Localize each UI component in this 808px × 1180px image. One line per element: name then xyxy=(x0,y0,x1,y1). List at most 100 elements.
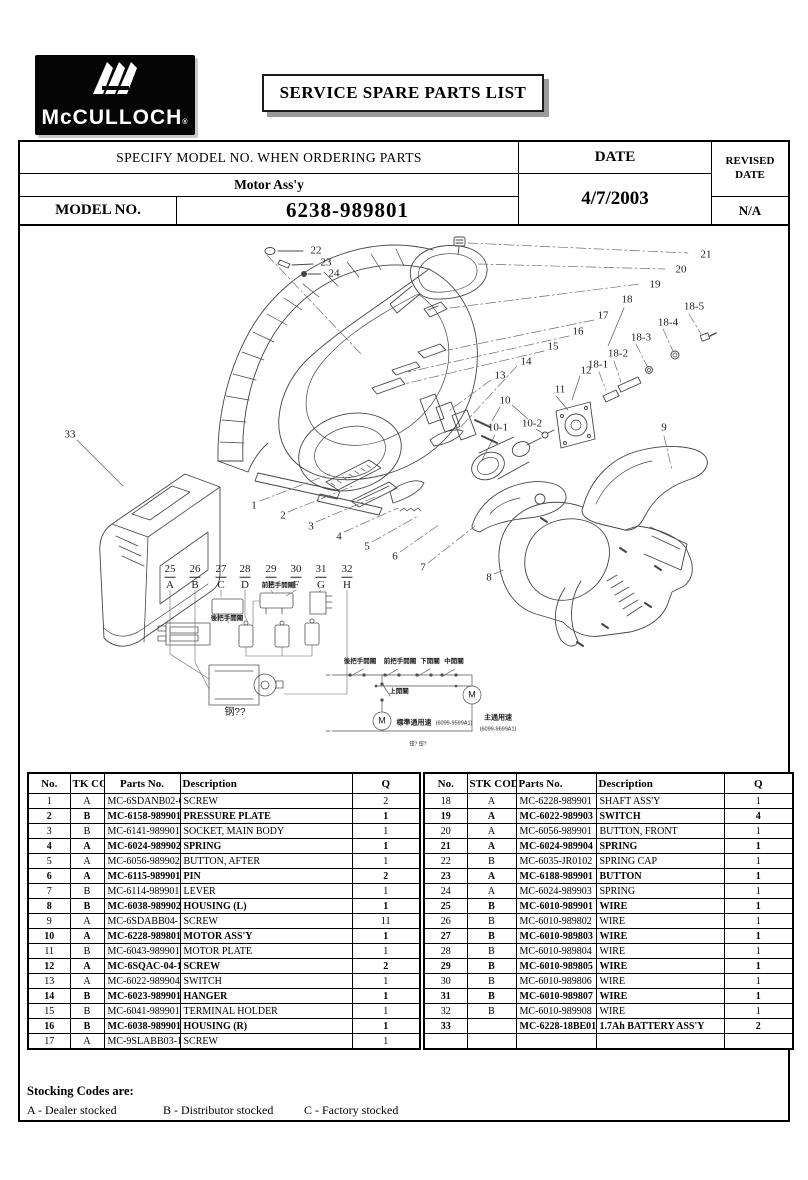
callout-12: 12 xyxy=(580,364,592,377)
callout-11: 11 xyxy=(555,384,566,396)
cell-c: A xyxy=(466,808,517,824)
cell-d: WIRE xyxy=(595,943,725,959)
cell-d: SWITCH xyxy=(595,808,725,824)
cell-c: A xyxy=(466,838,517,854)
diagram-label: 钢?? xyxy=(224,707,246,718)
cell-n: 33 xyxy=(423,1018,468,1034)
cell-n: 13 xyxy=(27,973,71,989)
cell-d: LEVER xyxy=(179,883,353,899)
callout-2: 2 xyxy=(280,510,286,522)
cell-c: B xyxy=(69,883,105,899)
cell-d: SPRING xyxy=(179,838,353,854)
cell-q: 1 xyxy=(723,853,794,869)
cell-q: 1 xyxy=(351,943,421,959)
cell-p xyxy=(515,1033,597,1050)
callout-number: 12 xyxy=(580,364,592,377)
cell-d: PIN xyxy=(179,868,353,884)
callout-number: 22 xyxy=(310,244,322,257)
callout-letter: A xyxy=(164,576,176,591)
diagram-label: (6099-9699A1) xyxy=(479,726,517,733)
callout-number: 10 xyxy=(499,394,511,407)
cell-d: BUTTON xyxy=(595,868,725,884)
cell-c: A xyxy=(69,868,105,884)
cell-c: B xyxy=(466,958,517,974)
callout-number: 33 xyxy=(64,428,76,441)
cell-n: 12 xyxy=(27,958,71,974)
cell-p: MC-6010-989802 xyxy=(515,913,597,929)
cell-q: 1 xyxy=(723,823,794,839)
callout-18: 18 xyxy=(622,294,633,306)
cell-c xyxy=(466,1018,517,1034)
mcculloch-peaks-icon xyxy=(93,62,137,94)
cell-p: MC-6022-989904 xyxy=(103,973,181,989)
callout-22: 22 xyxy=(310,244,322,257)
col-no: No. xyxy=(423,772,468,794)
cell-p: MC-6010-989805 xyxy=(515,958,597,974)
cell-q: 1 xyxy=(723,913,794,929)
cell-p: MC-6010-989901 xyxy=(515,898,597,914)
cell-n: 6 xyxy=(27,868,71,884)
callout-number: 25 xyxy=(164,562,176,575)
cell-d: BUTTON, FRONT xyxy=(595,823,725,839)
col-stk: TK COD xyxy=(69,772,105,794)
diagram-label: 前把手開關 xyxy=(383,657,417,665)
cell-c: A xyxy=(69,838,105,854)
cell-d: TERMINAL HOLDER xyxy=(179,1003,353,1019)
cell-c: A xyxy=(69,1033,105,1050)
cell-n: 10 xyxy=(27,928,71,944)
callout-number: 18-5 xyxy=(683,300,705,313)
cell-d: WIRE xyxy=(595,988,725,1004)
callout-number: 9 xyxy=(661,421,667,434)
cell-d: WIRE xyxy=(595,913,725,929)
callout-number: 29 xyxy=(265,562,277,575)
diagram-label: 主通用速 xyxy=(484,714,512,722)
cell-d: WIRE xyxy=(595,973,725,989)
callout-17: 17 xyxy=(598,310,609,322)
cell-n: 28 xyxy=(423,943,468,959)
cell-p: MC-6010-989804 xyxy=(515,943,597,959)
cell-p: MC-6158-989901 xyxy=(103,808,181,824)
cell-c: B xyxy=(69,823,105,839)
cell-c: B xyxy=(466,913,517,929)
col-desc: Description xyxy=(595,772,725,794)
callout-6: 6 xyxy=(392,551,398,563)
col-qty: Q xyxy=(351,772,421,794)
cell-c: A xyxy=(69,853,105,869)
cell-c: B xyxy=(69,1018,105,1034)
cell-d: SPRING CAP xyxy=(595,853,725,869)
cell-p: MC-6010-989806 xyxy=(515,973,597,989)
cell-c: B xyxy=(69,808,105,824)
callout-5: 5 xyxy=(364,541,370,553)
callout-letter: H xyxy=(341,576,353,591)
cell-p: MC-6038-989902 xyxy=(103,898,181,914)
table-header-row: No. STK CODE Parts No. Description Q xyxy=(423,772,794,794)
cell-n: 7 xyxy=(27,883,71,899)
col-parts: Parts No. xyxy=(103,772,181,794)
cell-c: A xyxy=(69,793,105,809)
cell-q: 2 xyxy=(723,1018,794,1034)
revised-date-label: REVISED DATE xyxy=(712,142,788,197)
cell-q: 2 xyxy=(351,958,421,974)
diagram-label: 下開關 xyxy=(420,657,440,665)
cell-n: 29 xyxy=(423,958,468,974)
table-row xyxy=(423,1033,794,1050)
cell-c: B xyxy=(466,1003,517,1019)
callout-number: 28 xyxy=(239,562,251,575)
cell-n: 22 xyxy=(423,853,468,869)
cell-p: MC-6010-989908 xyxy=(515,1003,597,1019)
registered-mark: ® xyxy=(182,119,189,126)
cell-d: BUTTON, AFTER xyxy=(179,853,353,869)
